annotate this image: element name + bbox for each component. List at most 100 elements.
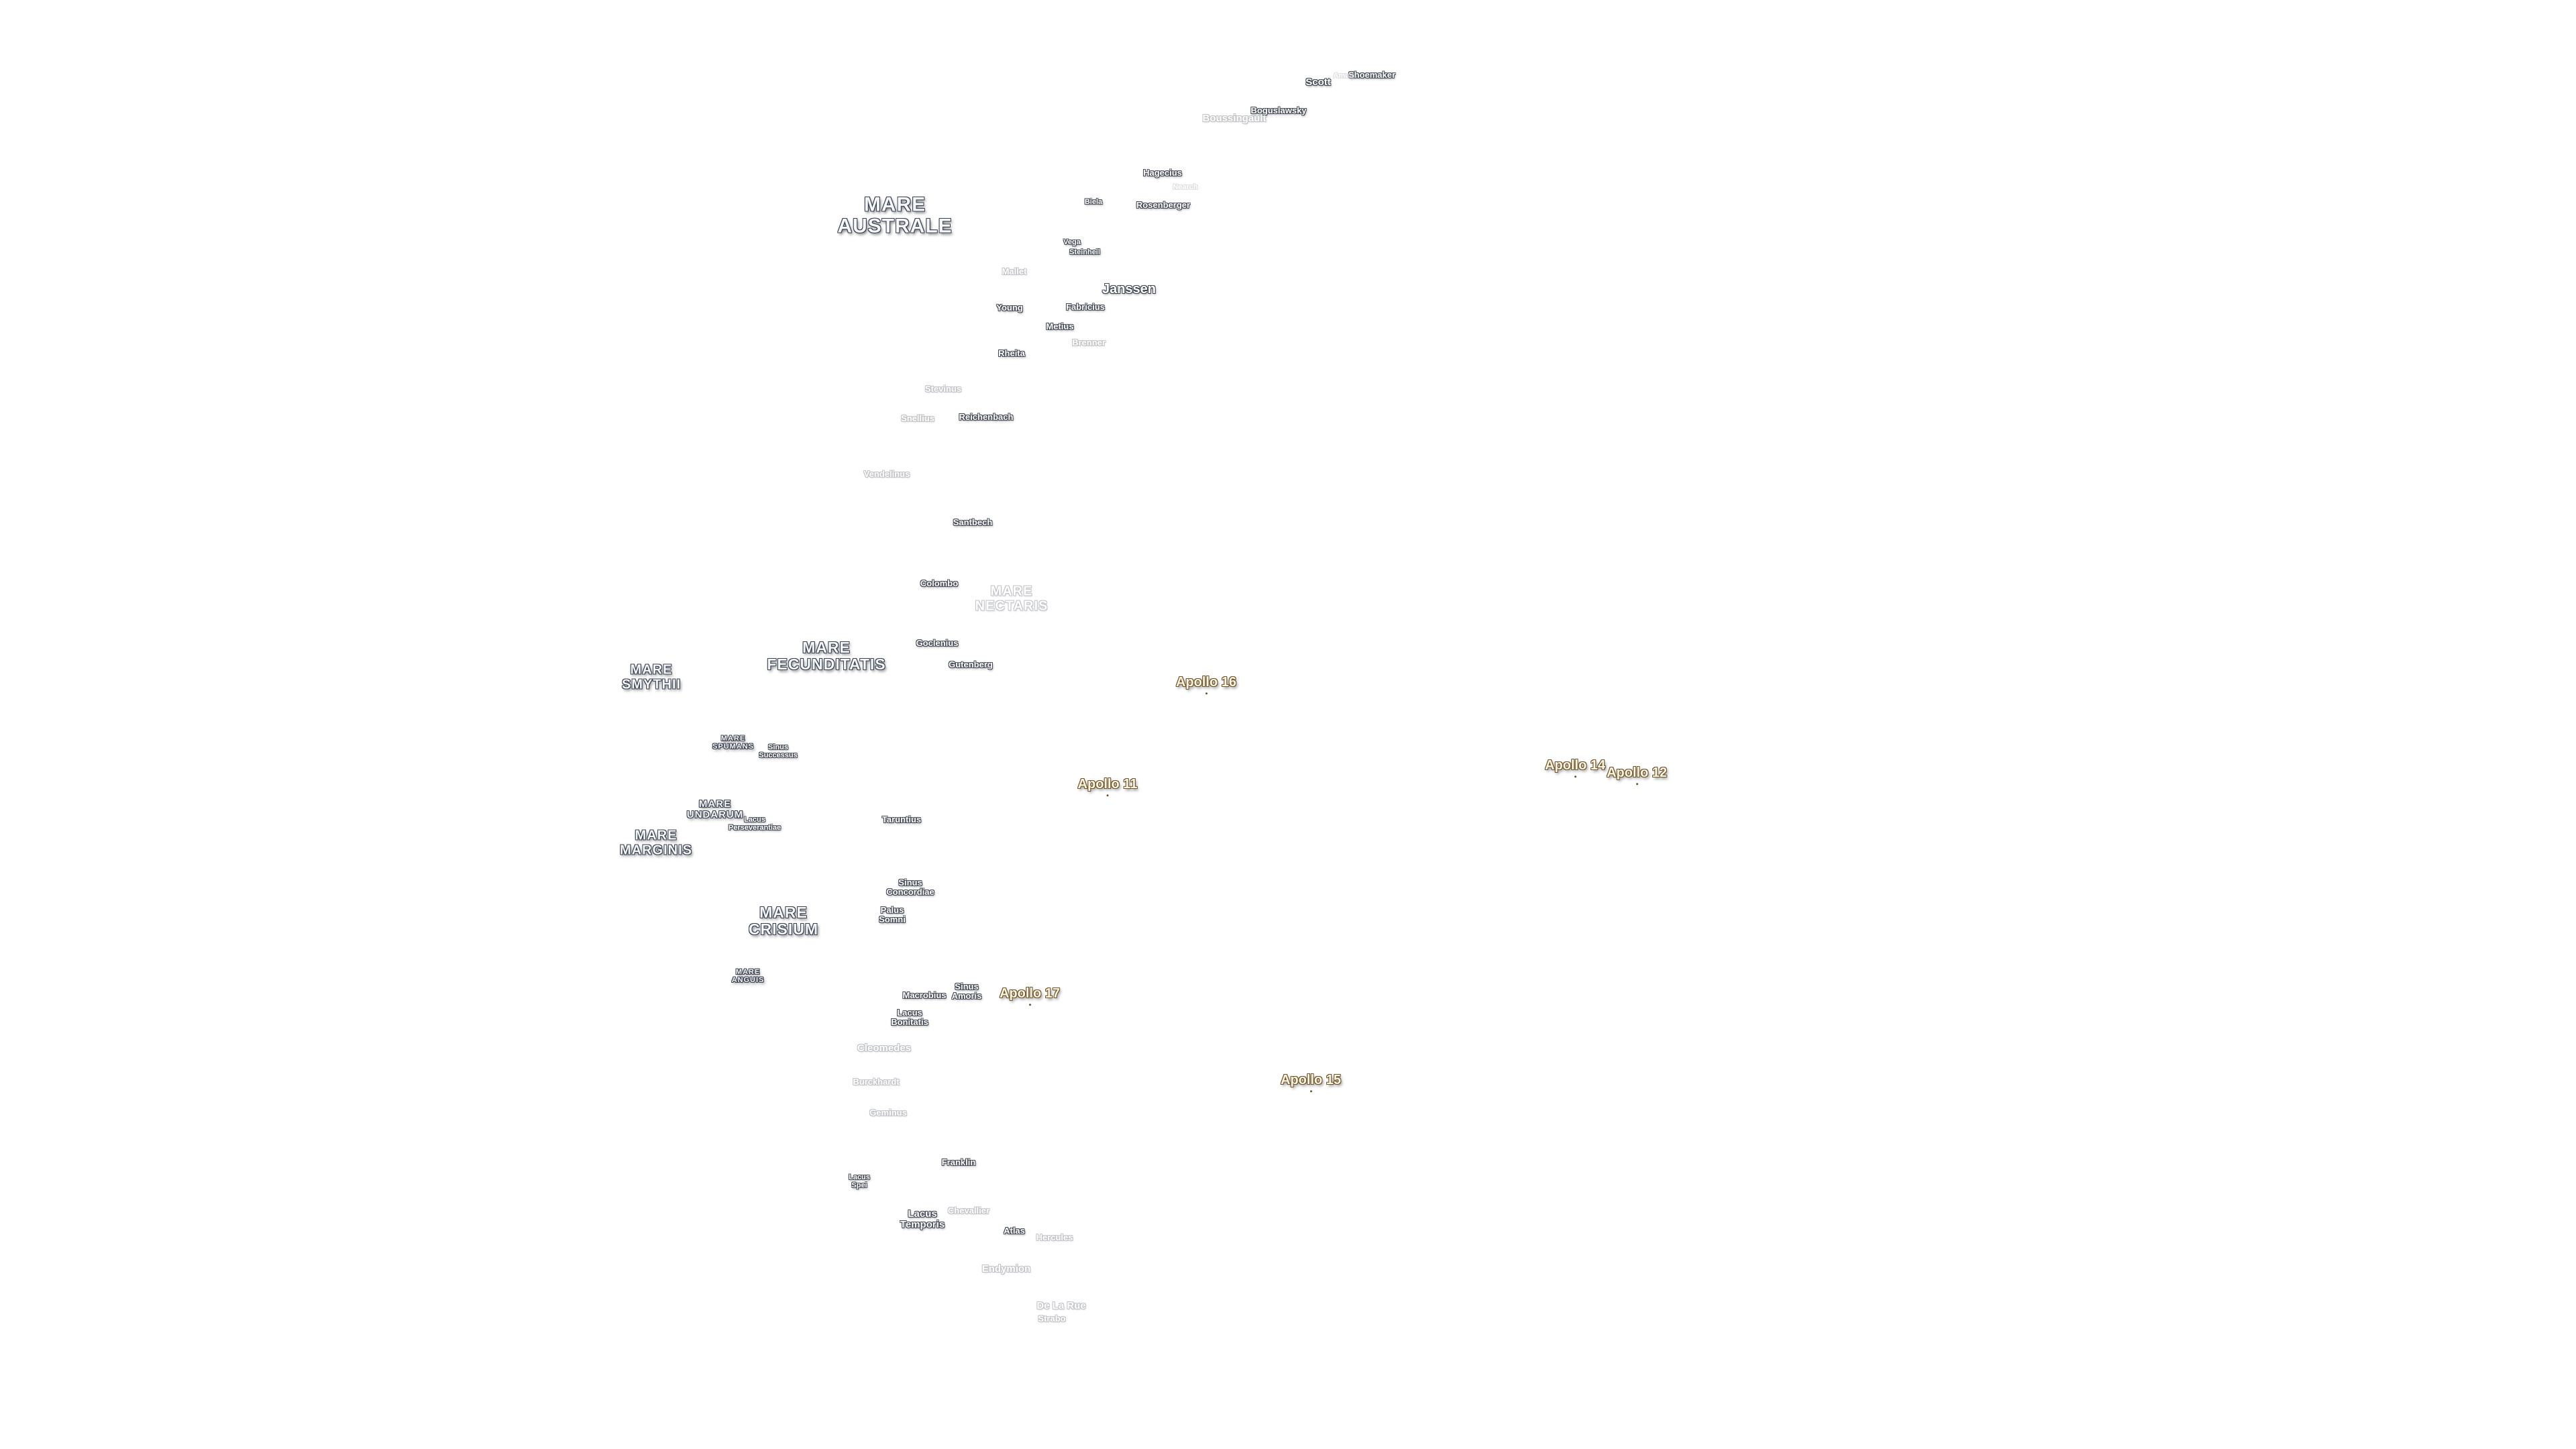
fabricius-label-line1: Fabricius <box>1066 301 1105 312</box>
lacus-bonitatis-label-line1: Lacus <box>897 1007 922 1018</box>
reichenbach-feature-label: Reichenbach <box>959 411 1014 422</box>
colombo-label-line1: Colombo <box>920 578 959 588</box>
santbech-feature-label: Santbech <box>953 517 993 527</box>
mare-smythii-label-line1: MARE <box>630 662 673 678</box>
stevinus-label-line1: Stevinus <box>924 383 962 394</box>
young-label-line1: Young <box>996 302 1023 313</box>
goclenius-label-line1: Goclenius <box>916 637 959 648</box>
fabricius-feature-label: Fabricius <box>1066 301 1105 312</box>
young-feature-label: Young <box>996 303 1022 313</box>
rheita-feature-label: Rheita <box>998 347 1025 358</box>
macrobius-label-line1: Macrobius <box>902 989 947 1000</box>
stevinus-feature-label: Stevinus <box>925 384 961 394</box>
metius-label-line1: Metius <box>1046 321 1074 331</box>
gutenberg-label-line1: Gutenberg <box>949 659 993 669</box>
mare-anguis-label-line1: MARE <box>735 968 761 977</box>
mare-fecunditatis-label-line2: FECUNDITATIS <box>767 655 886 673</box>
mare-crisium-label-line1: MARE <box>759 904 808 922</box>
lacus-spei-label-line2: Spei <box>851 1181 867 1189</box>
snellius-feature-label: Snellius <box>901 413 934 423</box>
scott-label-line1: Scott <box>1305 76 1331 88</box>
amundsen-partial-label-line1: Amun <box>1333 72 1354 80</box>
hagecius-label-line1: Hagecius <box>1143 167 1182 178</box>
lacus-spei-label-line1: Lacus <box>849 1173 870 1182</box>
vega-label-line1: Vega <box>1063 238 1081 247</box>
colombo-feature-label: Colombo <box>920 578 959 588</box>
cleomedes-label-line1: Cleomedes <box>857 1042 912 1054</box>
santbech-label-line1: Santbech <box>953 517 993 527</box>
endymion-label-line1: Endymion <box>981 1263 1031 1275</box>
boussingault-feature-label: Boussingault <box>1202 113 1266 124</box>
geminus-label-line1: Geminus <box>869 1107 907 1118</box>
chevallier-label-line1: Chevallier <box>947 1205 990 1216</box>
burckhardt-feature-label: Burckhardt <box>853 1077 899 1087</box>
boguslawsky-feature-label: Boguslawsky <box>1250 105 1306 115</box>
brenner-feature-label: Brenner <box>1072 337 1106 347</box>
apollo-17-label-line1: Apollo 17 <box>999 986 1061 1002</box>
reichenbach-label-line1: Reichenbach <box>959 411 1014 422</box>
sinus-successus-label-line1: Sinus <box>768 743 788 752</box>
amundsen-partial-feature-label: Amun <box>1333 72 1354 80</box>
mare-nectaris-label-line2: NECTARIS <box>975 598 1049 613</box>
strabo-feature-label: Strabo <box>1038 1313 1065 1324</box>
steinheil-feature-label: Steinheil <box>1069 248 1100 257</box>
janssen-label-line1: Janssen <box>1102 282 1157 297</box>
brenner-label-line1: Brenner <box>1072 337 1106 347</box>
hercules-label-line1: Hercules <box>1036 1232 1073 1242</box>
de-la-rue-feature-label: De La Rue <box>1036 1299 1086 1311</box>
lacus-temporis-label-line2: Temporis <box>900 1219 945 1230</box>
apollo-14-label-line1: Apollo 14 <box>1544 758 1606 773</box>
apollo-15-landing-site-label: Apollo 15 <box>1280 1073 1342 1092</box>
lacus-temporis-label-line1: Lacus <box>908 1208 937 1220</box>
biela-feature-label: Biela <box>1085 198 1102 207</box>
palus-somni-label-line1: Palus <box>880 904 904 915</box>
mare-marginis-label-line2: MARGINIS <box>620 843 692 857</box>
sinus-successus-label-line2: Successus <box>759 751 798 759</box>
mare-australe-label-line1: MARE <box>863 193 926 216</box>
macrobius-feature-label: Macrobius <box>902 989 947 1000</box>
apollo-12-landing-site-label: Apollo 12 <box>1606 765 1668 785</box>
mare-marginis-label-line1: MARE <box>635 828 678 843</box>
mallet-label-line1: Mallet <box>1002 266 1027 276</box>
mare-undarum-label-line2: UNDARUM <box>686 809 744 820</box>
de-la-rue-label-line1: De La Rue <box>1036 1299 1086 1311</box>
mare-undarum-label-line1: MARE <box>698 798 732 810</box>
geminus-feature-label: Geminus <box>869 1108 907 1118</box>
apollo-15-label-line1: Apollo 15 <box>1280 1073 1342 1088</box>
mallet-feature-label: Mallet <box>1002 266 1027 276</box>
apollo-12-label-line1: Apollo 12 <box>1606 765 1668 781</box>
sinus-amoris-label-line1: Sinus <box>955 981 979 991</box>
lacus-bonitatis-label-line2: Bonitatis <box>891 1017 928 1027</box>
palus-somni-label-line2: Somni <box>879 914 906 924</box>
gutenberg-feature-label: Gutenberg <box>949 659 993 669</box>
mare-australe-label-line2: AUSTRALE <box>837 215 953 237</box>
shoemaker-label-line1: Shoemaker <box>1348 69 1396 80</box>
hercules-feature-label: Hercules <box>1036 1232 1073 1242</box>
sinus-amoris-label-line2: Amoris <box>951 991 982 1001</box>
rheita-label-line1: Rheita <box>998 347 1025 358</box>
metius-feature-label: Metius <box>1046 321 1074 331</box>
boussingault-label-line1: Boussingault <box>1202 112 1267 124</box>
taruntius-feature-label: Taruntius <box>882 814 921 824</box>
apollo-17-landing-site-label: Apollo 17 <box>999 986 1061 1006</box>
nearch-label-line1: Nearch <box>1173 183 1198 192</box>
steinheil-label-line1: Steinheil <box>1069 248 1100 257</box>
mare-spumans-label-line2: SPUMANS <box>712 743 755 751</box>
hagecius-feature-label: Hagecius <box>1143 168 1182 178</box>
chevallier-feature-label: Chevallier <box>947 1205 990 1216</box>
